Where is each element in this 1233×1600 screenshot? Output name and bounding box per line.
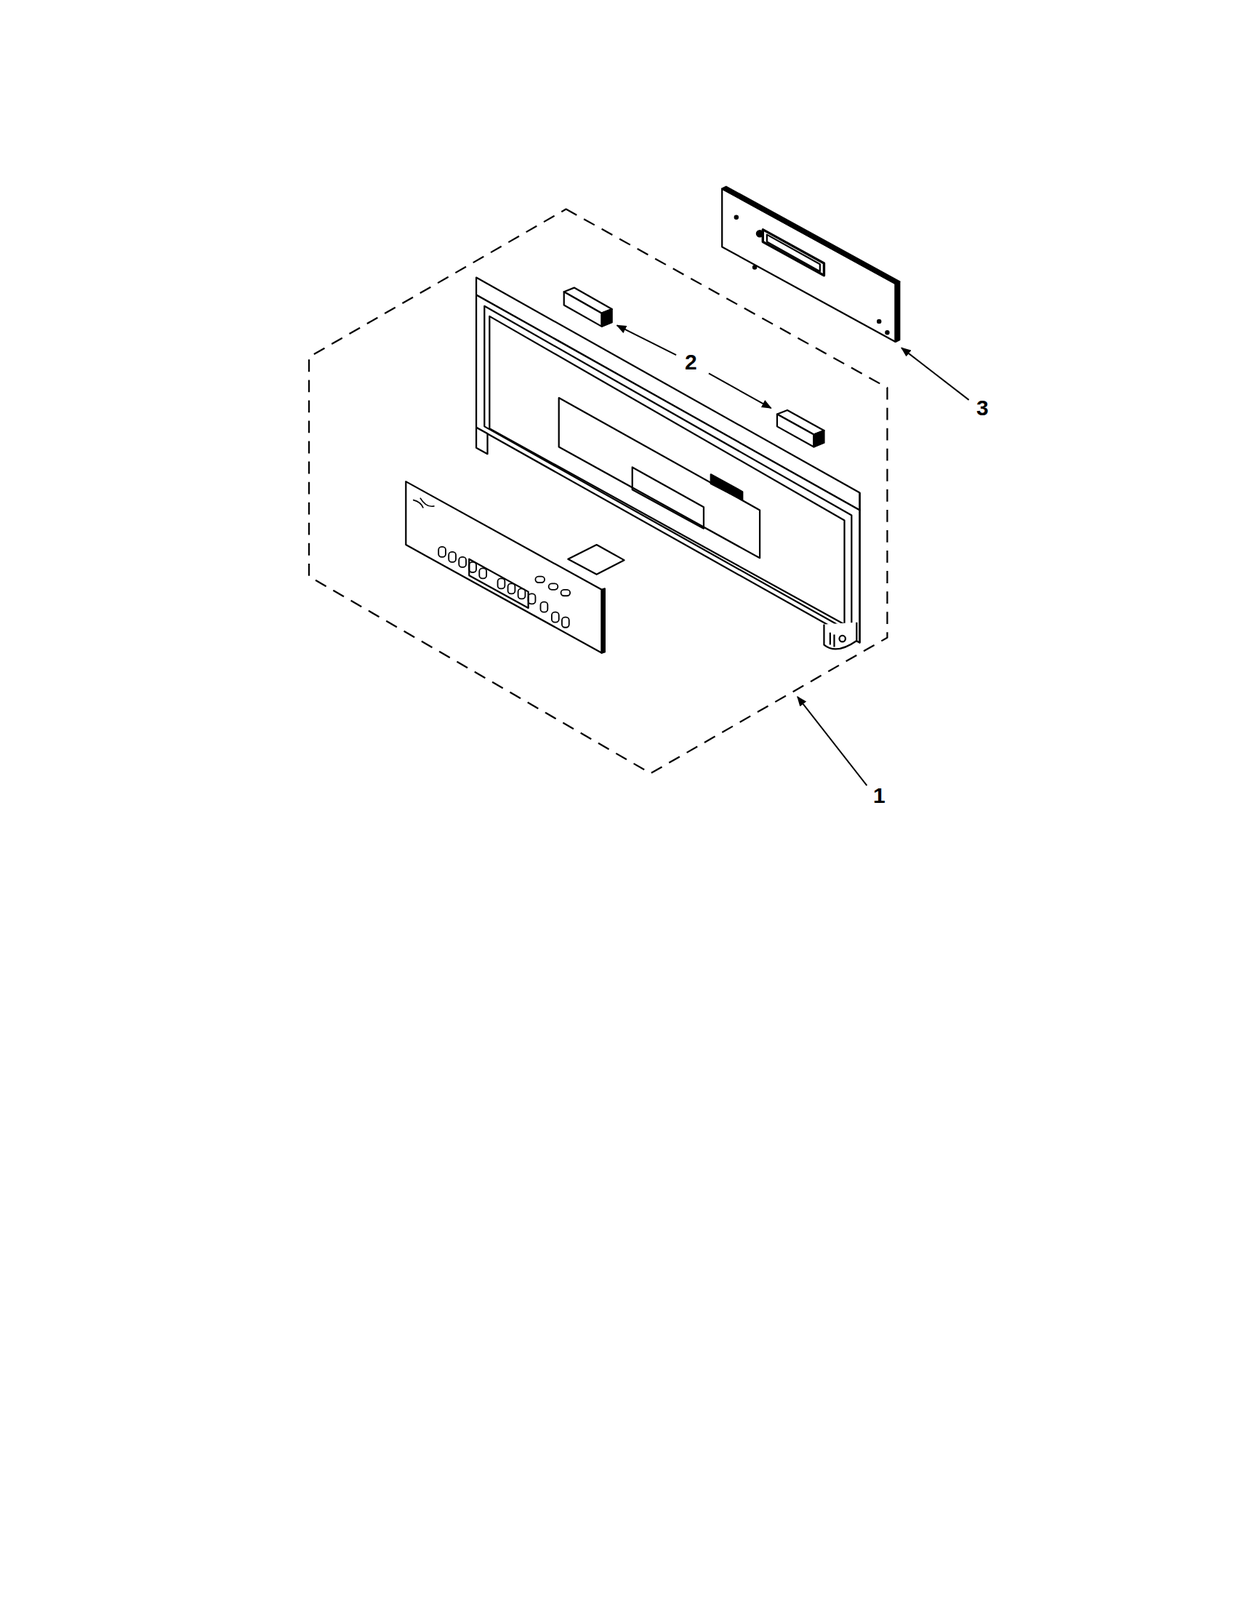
leader-line (617, 324, 970, 786)
spacer-block (564, 287, 613, 327)
callout-number: 2 (683, 349, 699, 375)
control-board (721, 186, 900, 342)
keypad-overlay (405, 481, 624, 653)
callout-number: 3 (974, 395, 991, 421)
callout-number: 1 (871, 782, 887, 808)
spacer-block (777, 410, 825, 448)
assembly-boundary (308, 209, 887, 774)
